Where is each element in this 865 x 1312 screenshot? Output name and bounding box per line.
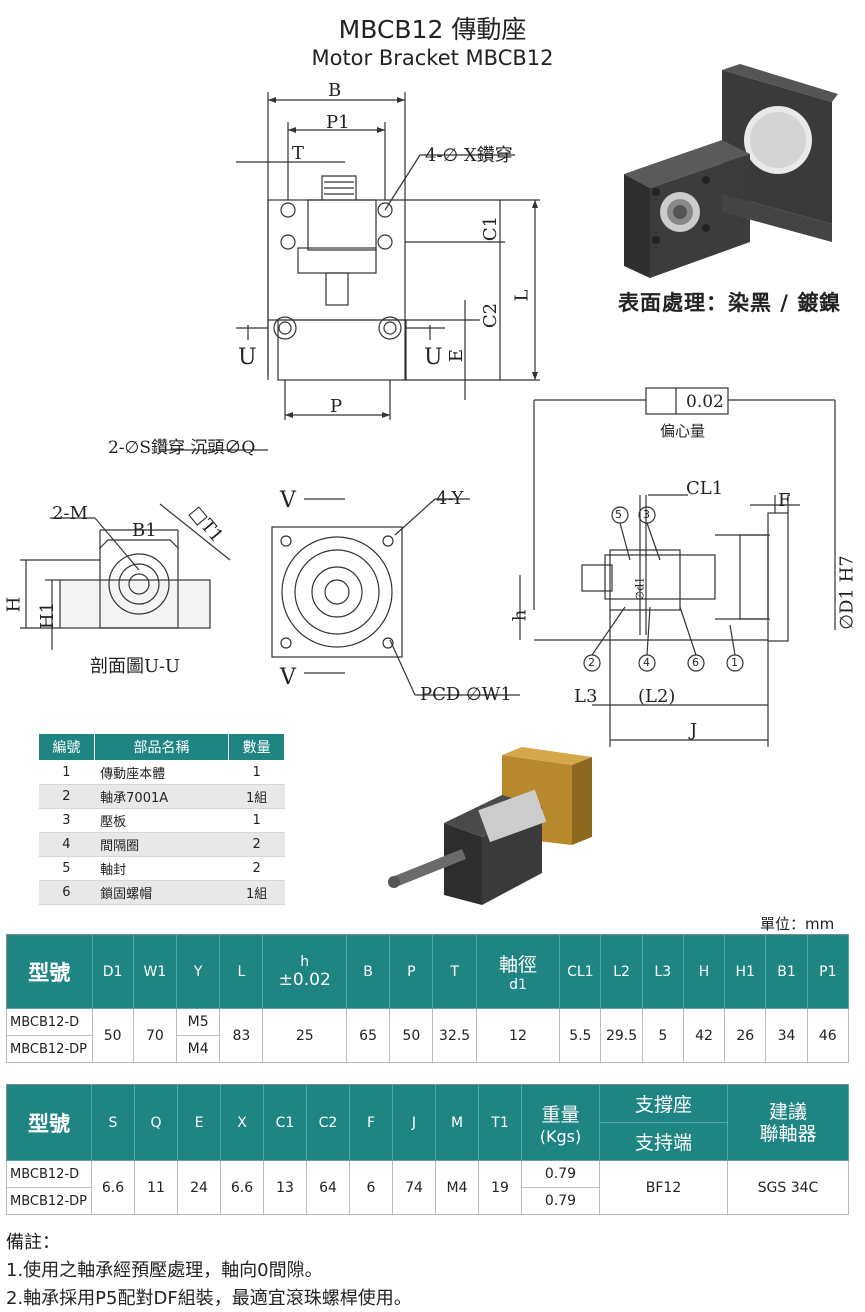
spec2-model-header: 型號 [6, 1084, 92, 1161]
tolerance-value: 0.02 [686, 392, 724, 412]
unit-label: 單位：mm [760, 915, 835, 933]
parts-header-name: 部品名稱 [93, 733, 230, 761]
balloon-6: 6 [692, 656, 699, 669]
front-view-drawing [271, 498, 520, 696]
front-Y: 4-Y [436, 488, 464, 509]
balloon-1: 1 [731, 656, 738, 669]
side-section-drawing [519, 387, 836, 747]
spec1-model-header: 型號 [6, 934, 93, 1009]
page-subtitle: Motor Bracket MBCB12 [311, 46, 554, 70]
section-mark-U-left: U [238, 345, 257, 370]
dim-D1H7: ∅D1 H7 [836, 555, 858, 630]
assembly-photo [388, 747, 592, 905]
section-B1: B1 [132, 520, 157, 541]
dim-T: T [292, 143, 305, 164]
section-H: H [3, 596, 25, 613]
view-mark-V-top: V [280, 488, 296, 513]
balloon-5: 5 [615, 508, 622, 521]
balloon-4: 4 [643, 656, 650, 669]
parts-header-no: 編號 [38, 733, 95, 761]
dim-CL1: CL1 [686, 478, 724, 499]
section-M: 2-M [52, 503, 88, 524]
section-view-drawing [20, 503, 231, 650]
table-row: 4 間隔圈 2 [38, 832, 285, 857]
dim-L2: (L2) [638, 686, 676, 707]
dim-h: h [509, 609, 531, 622]
dim-C2: C2 [480, 302, 502, 329]
section-caption: 剖面圖U-U [90, 656, 181, 677]
dim-E: E [446, 348, 468, 363]
dim-L: L [511, 289, 533, 302]
table-row: MBCB12-DP M4 [6, 1035, 849, 1063]
table-row: MBCB12-D 6.6 11 24 6.6 13 64 6 74 M4 19 … [6, 1160, 849, 1215]
dim-d1: ∅d1 [633, 576, 647, 601]
dim-B: B [328, 80, 342, 101]
page-title: MBCB12 傳動座 [338, 15, 527, 44]
surface-finish: 表面處理：染黑 / 鍍鎳 [618, 291, 842, 315]
dim-J: J [690, 720, 698, 741]
dim-C1: C1 [480, 215, 502, 242]
top-view-drawing [160, 92, 540, 451]
counterbore-label: 2-∅S鑽穿 沉頭∅Q [108, 438, 256, 458]
dim-F: F [778, 490, 791, 511]
section-mark-U-right: U [424, 345, 443, 370]
front-pcd: PCD ∅W1 [420, 684, 512, 705]
balloon-2: 2 [588, 656, 595, 669]
bracket-photo [624, 64, 838, 278]
table-row: 5 軸封 2 [38, 856, 285, 881]
section-H1: H1 [37, 601, 59, 630]
dim-P1: P1 [326, 112, 350, 133]
table-row: MBCB12-DP 0.79 [6, 1187, 849, 1215]
dim-P: P [330, 396, 343, 417]
table-row: 1 傳動座本體 1 [38, 760, 285, 785]
dim-L3: L3 [574, 686, 598, 707]
table-row: 3 壓板 1 [38, 808, 285, 833]
view-mark-V-bottom: V [280, 665, 296, 690]
note-1: 1.使用之軸承經預壓處理，軸向0間隙。 [6, 1260, 323, 1281]
hole-label: 4-∅ X鑽穿 [425, 145, 513, 166]
notes-title: 備註： [6, 1232, 60, 1253]
note-2: 2.軸承採用P5配對DF組裝，最適宜滾珠螺桿使用。 [6, 1288, 412, 1309]
parts-table: 編號 部品名稱 數量 1 傳動座本體 1 2 軸承7001A 1組 3 壓板 1… [38, 733, 285, 905]
eccentricity-label: 偏心量 [660, 422, 706, 440]
table-row: MBCB12-D 50 70 M5 83 25 65 50 32.5 12 5.… [6, 1008, 850, 1063]
parts-header-qty: 數量 [228, 733, 285, 761]
spec-table-2: 型號 S Q E X C1 C2 F J M T1 重量(Kgs) 支撐座 建議… [6, 1084, 849, 1215]
balloon-3: 3 [643, 508, 650, 521]
table-row: 2 軸承7001A 1組 [38, 784, 285, 809]
table-row: 6 鎖固螺帽 1組 [38, 880, 285, 905]
